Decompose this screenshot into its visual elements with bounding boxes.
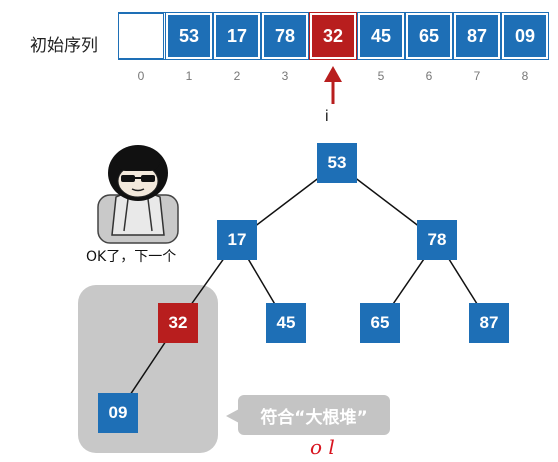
array-index-2: 2 [233, 69, 241, 83]
array-index-1: 1 [185, 69, 193, 83]
tree-node-7: 87 [469, 303, 509, 343]
tree-node-8: 09 [98, 393, 138, 433]
array-index-6: 6 [425, 69, 433, 83]
handwriting-text: o l [310, 435, 335, 458]
array-cell-0 [118, 13, 164, 59]
array-cell-8: 09 [501, 12, 549, 60]
array-cell-4-current: 32 [309, 12, 357, 60]
array-label: 初始序列 [30, 36, 98, 56]
tree-node-5: 45 [266, 303, 306, 343]
tree-node-1: 53 [317, 143, 357, 183]
array-cell-3: 78 [261, 12, 309, 60]
tree-node-3: 78 [417, 220, 457, 260]
handwriting-svg: o l [310, 435, 335, 459]
handwritten-mark: o l [300, 434, 360, 459]
array-index-0: 0 [137, 69, 145, 83]
array-index-7: 7 [473, 69, 481, 83]
array-cell-2: 17 [213, 12, 261, 60]
array-cell-5: 45 [357, 12, 405, 60]
pointer-label: i [325, 108, 329, 125]
callout-bubble: 符合“大根堆” [238, 395, 390, 435]
array-cell-7: 87 [453, 12, 501, 60]
tree-node-2: 17 [217, 220, 257, 260]
array-index-8: 8 [521, 69, 529, 83]
array-cell-1: 53 [165, 12, 213, 60]
callout-pointer [226, 409, 239, 423]
array-index-5: 5 [377, 69, 385, 83]
tree-node-6: 65 [360, 303, 400, 343]
array-cell-6: 65 [405, 12, 453, 60]
mascot-caption: OK了，下一个 [86, 249, 177, 265]
mascot-character [97, 145, 179, 244]
array-index-3: 3 [281, 69, 289, 83]
tree-node-4-current: 32 [158, 303, 198, 343]
